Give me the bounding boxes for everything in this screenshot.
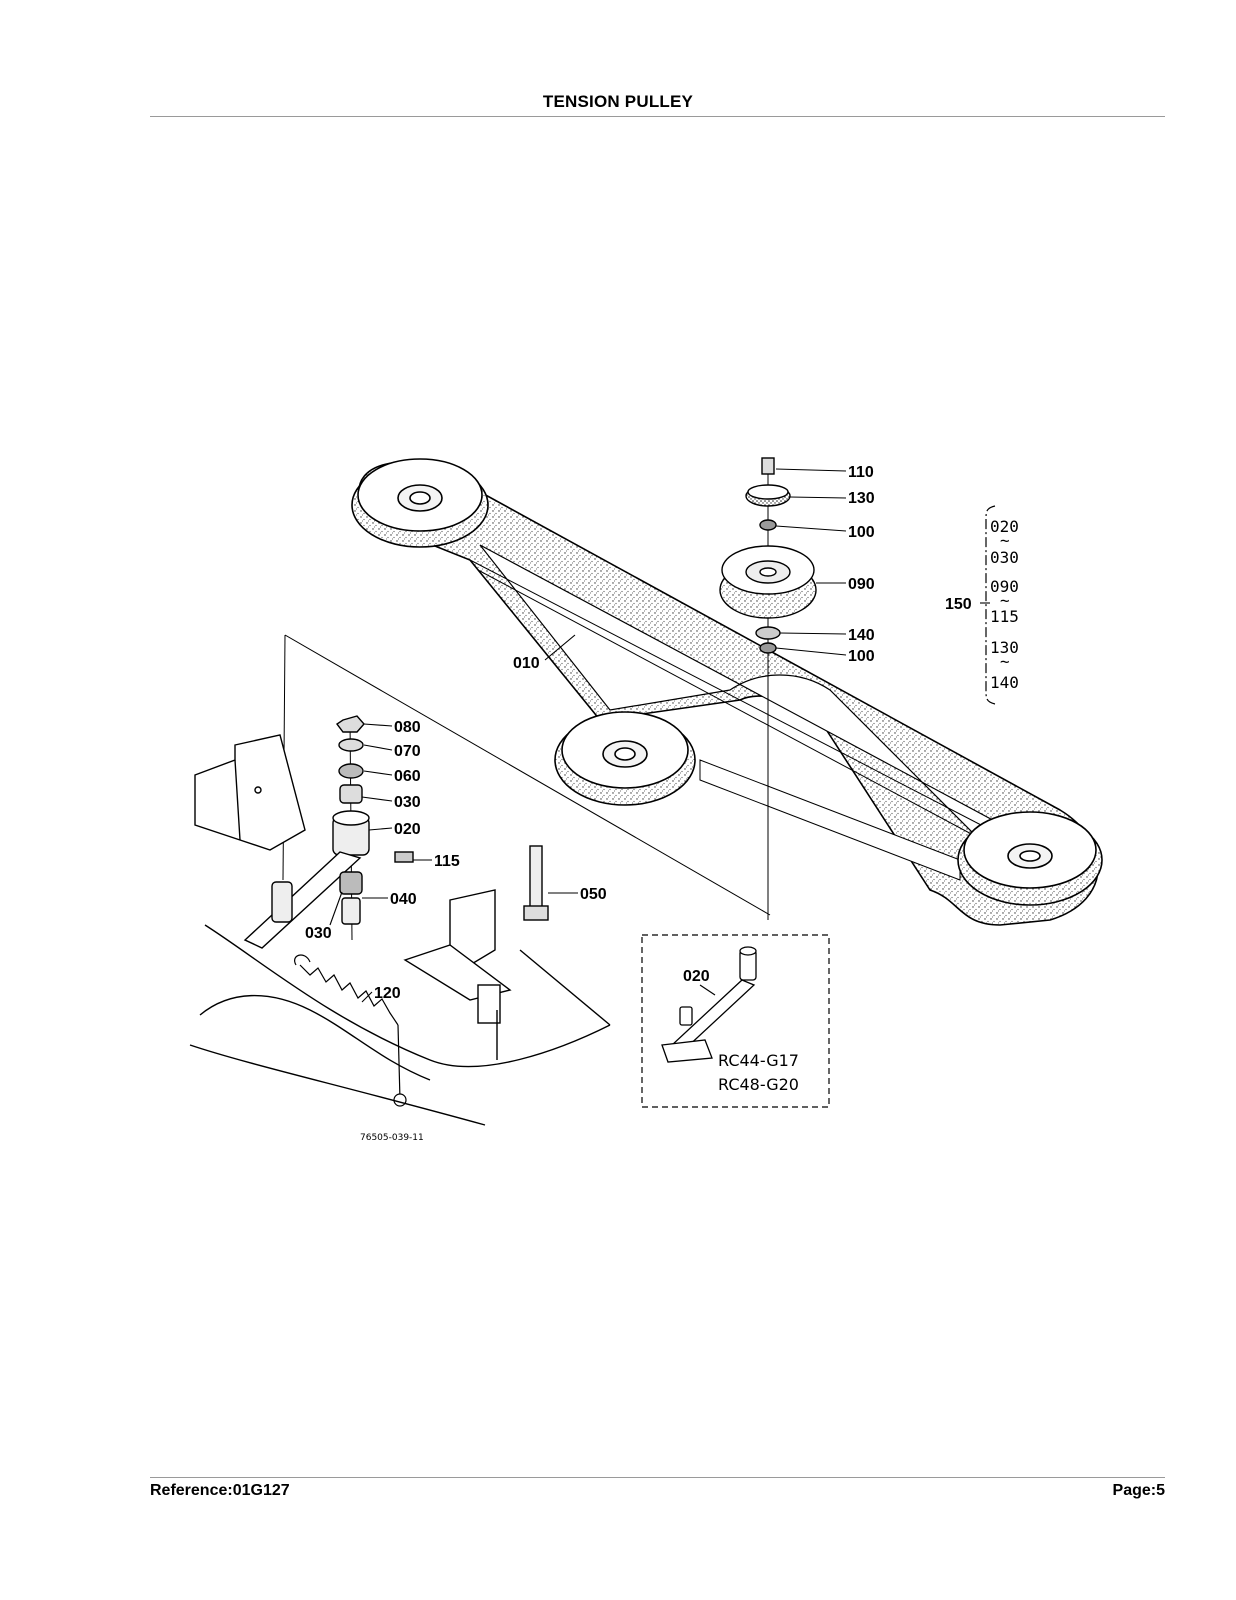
callout-100-lower: 100	[848, 648, 875, 665]
mower-deck-outline	[189, 924, 611, 1126]
bolt-and-bracket	[403, 845, 549, 1060]
callout-030-lower: 030	[305, 925, 332, 942]
kit-item: 115	[990, 607, 1019, 626]
reference-label: Reference:01G127	[150, 1482, 290, 1499]
inset-model-label: RC48-G20	[718, 1075, 799, 1094]
kit-item: 090	[990, 577, 1019, 596]
callout-leaders	[329, 468, 990, 1003]
kit-range-mark: ~	[1000, 591, 1010, 610]
tension-arm-parts	[243, 715, 414, 949]
kit-item: 030	[990, 548, 1019, 567]
inset-box	[641, 934, 830, 1108]
kit-item: 140	[990, 673, 1019, 692]
callout-120: 120	[374, 985, 401, 1002]
kit-range-mark: ~	[1000, 652, 1010, 671]
callout-050: 050	[580, 886, 607, 903]
drive-pulley-upper	[351, 458, 489, 548]
callout-020: 020	[394, 821, 421, 838]
callout-115: 115	[434, 853, 460, 870]
callout-030-upper: 030	[394, 794, 421, 811]
callout-040: 040	[390, 891, 417, 908]
callout-070: 070	[394, 743, 421, 760]
inset-callout-020: 020	[683, 968, 710, 985]
callout-100-upper: 100	[848, 524, 875, 541]
callout-080: 080	[394, 719, 421, 736]
footer-divider	[150, 1477, 1165, 1478]
left-bracket	[194, 734, 306, 851]
tension-pulley-stack	[719, 457, 817, 920]
kit-item: 130	[990, 638, 1019, 657]
inset-model-label: RC44-G17	[718, 1051, 799, 1070]
kit-label-150: 150	[945, 596, 972, 613]
drive-pulley-right	[957, 811, 1103, 906]
kit-150-group: 150 020 ~ 030 090 ~ 115 130 ~ 140	[945, 505, 1019, 705]
page-number: Page:5	[1112, 1482, 1165, 1499]
kit-range-mark: ~	[1000, 531, 1010, 550]
callout-060: 060	[394, 768, 421, 785]
tension-spring	[294, 954, 407, 1107]
callout-130: 130	[848, 490, 875, 507]
callout-010: 010	[513, 655, 540, 672]
callout-140: 140	[848, 627, 875, 644]
figure-code: 76505-039-11	[360, 1133, 424, 1143]
header-divider	[150, 116, 1165, 117]
page-title: TENSION PULLEY	[542, 92, 694, 111]
drive-pulley-middle	[554, 711, 696, 806]
callout-090: 090	[848, 576, 875, 593]
callout-110: 110	[848, 464, 874, 481]
kit-item: 020	[990, 517, 1019, 536]
